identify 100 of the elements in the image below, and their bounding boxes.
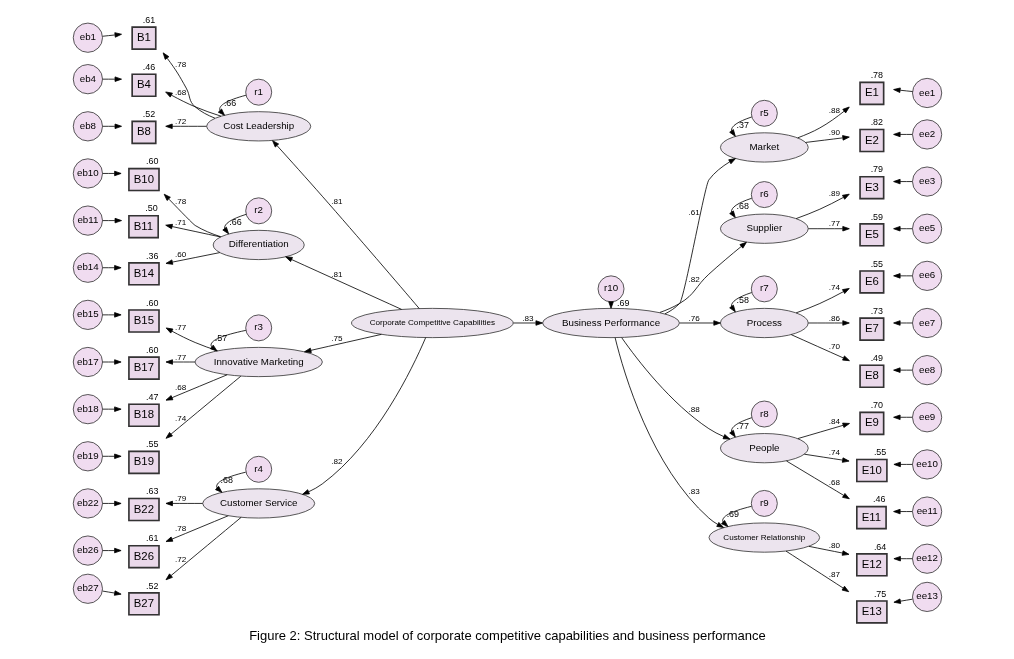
node-label: .66 <box>223 97 236 108</box>
arrow <box>804 135 850 143</box>
arrow <box>101 217 122 224</box>
node-ellipse: Supplier <box>719 213 809 244</box>
arrow <box>892 226 913 232</box>
edge-label: .61 <box>688 207 700 217</box>
node-ellipse: Cost Leadership <box>205 111 311 142</box>
node-circle: ee5 <box>911 213 942 244</box>
edge-label: .68 <box>174 88 186 98</box>
node-label: .68 <box>735 201 749 212</box>
node-circle: r8 <box>750 400 778 428</box>
node-circle: r5 <box>750 99 778 127</box>
node-circle: r4 <box>244 455 272 483</box>
node-label: .36 <box>145 250 158 261</box>
node-label: .78 <box>870 70 883 81</box>
arrow <box>664 158 736 315</box>
arrow <box>101 170 121 177</box>
node-circle: ee13 <box>911 581 942 612</box>
node-label: .59 <box>870 211 883 222</box>
edge-label: .82 <box>330 457 343 467</box>
edge-label: .70 <box>828 342 840 352</box>
node-label: .64 <box>873 541 886 552</box>
edge-label: .88 <box>688 404 700 414</box>
arrow <box>807 226 850 232</box>
arrow <box>217 94 246 116</box>
arrow <box>658 241 747 313</box>
edge-label: .74 <box>828 448 840 458</box>
edge-label: .83 <box>688 487 700 497</box>
node-label: .46 <box>872 494 886 505</box>
node-label: .46 <box>142 62 155 73</box>
arrow <box>165 375 241 439</box>
arrow <box>101 76 122 82</box>
arrow <box>163 193 221 238</box>
node-circle: ee3 <box>911 166 942 197</box>
arrow <box>785 460 850 500</box>
arrow <box>892 508 913 515</box>
node-label: .50 <box>144 203 158 214</box>
arrow <box>101 500 121 507</box>
node-circle: r6 <box>750 181 778 208</box>
arrow <box>164 91 221 117</box>
node-ellipse: Corporate Competitive Capabilities <box>350 307 514 339</box>
node-circle: ee6 <box>911 260 942 291</box>
node-label: .58 <box>735 295 749 306</box>
node-label: .60 <box>145 156 158 167</box>
arrow <box>162 52 215 119</box>
node-label: .66 <box>228 217 242 228</box>
node-label: .75 <box>873 588 886 599</box>
node-circle: eb11 <box>72 205 103 236</box>
arrow <box>728 116 752 137</box>
node-label: .82 <box>870 117 883 128</box>
node-circle: eb17 <box>72 346 103 378</box>
arrow <box>165 359 195 365</box>
node-circle: eb18 <box>72 394 103 425</box>
edge-label: .80 <box>828 541 840 551</box>
edge-label: .79 <box>174 493 186 503</box>
node-circle: r1 <box>244 78 272 106</box>
arrow <box>101 547 121 554</box>
node-label: .55 <box>873 447 886 458</box>
node-circle: eb15 <box>72 299 103 330</box>
edge-label: .72 <box>174 116 186 126</box>
arrow <box>101 359 121 365</box>
arrow <box>303 333 382 353</box>
node-circle: r2 <box>244 197 272 225</box>
arrow <box>892 273 913 279</box>
edge-label: .76 <box>688 313 700 323</box>
node-circle: eb22 <box>72 488 103 519</box>
arrow <box>101 453 121 459</box>
node-label: .49 <box>870 353 883 364</box>
arrow <box>790 334 850 362</box>
arrow <box>807 320 850 326</box>
node-circle: ee7 <box>911 307 942 339</box>
node-label: .55 <box>870 258 883 269</box>
node-circle: ee11 <box>911 496 942 527</box>
edge-label: .78 <box>174 524 186 534</box>
node-label: .61 <box>142 14 155 25</box>
arrow <box>795 193 850 219</box>
node-circle: eb26 <box>72 535 103 566</box>
edge-label: .77 <box>174 352 186 362</box>
arrow <box>892 414 913 420</box>
arrow <box>512 320 543 326</box>
arrow <box>620 337 730 440</box>
arrow <box>795 288 850 314</box>
arrow <box>728 417 752 438</box>
edge-label: .87 <box>828 569 840 579</box>
arrow <box>101 265 121 271</box>
edge-label: .74 <box>828 283 840 293</box>
node-circle: r3 <box>244 314 272 342</box>
node-label: .79 <box>870 164 883 175</box>
edge-label: .60 <box>174 250 186 260</box>
arrow <box>165 516 242 581</box>
arrow <box>728 197 752 218</box>
arrow <box>214 471 246 493</box>
node-circle: ee12 <box>911 543 942 574</box>
arrow <box>893 461 913 468</box>
arrow <box>892 367 913 373</box>
arrow <box>101 32 122 38</box>
arrow <box>614 337 724 528</box>
arrow <box>803 453 849 463</box>
node-circle: eb1 <box>72 22 103 53</box>
node-label: .57 <box>214 332 227 343</box>
